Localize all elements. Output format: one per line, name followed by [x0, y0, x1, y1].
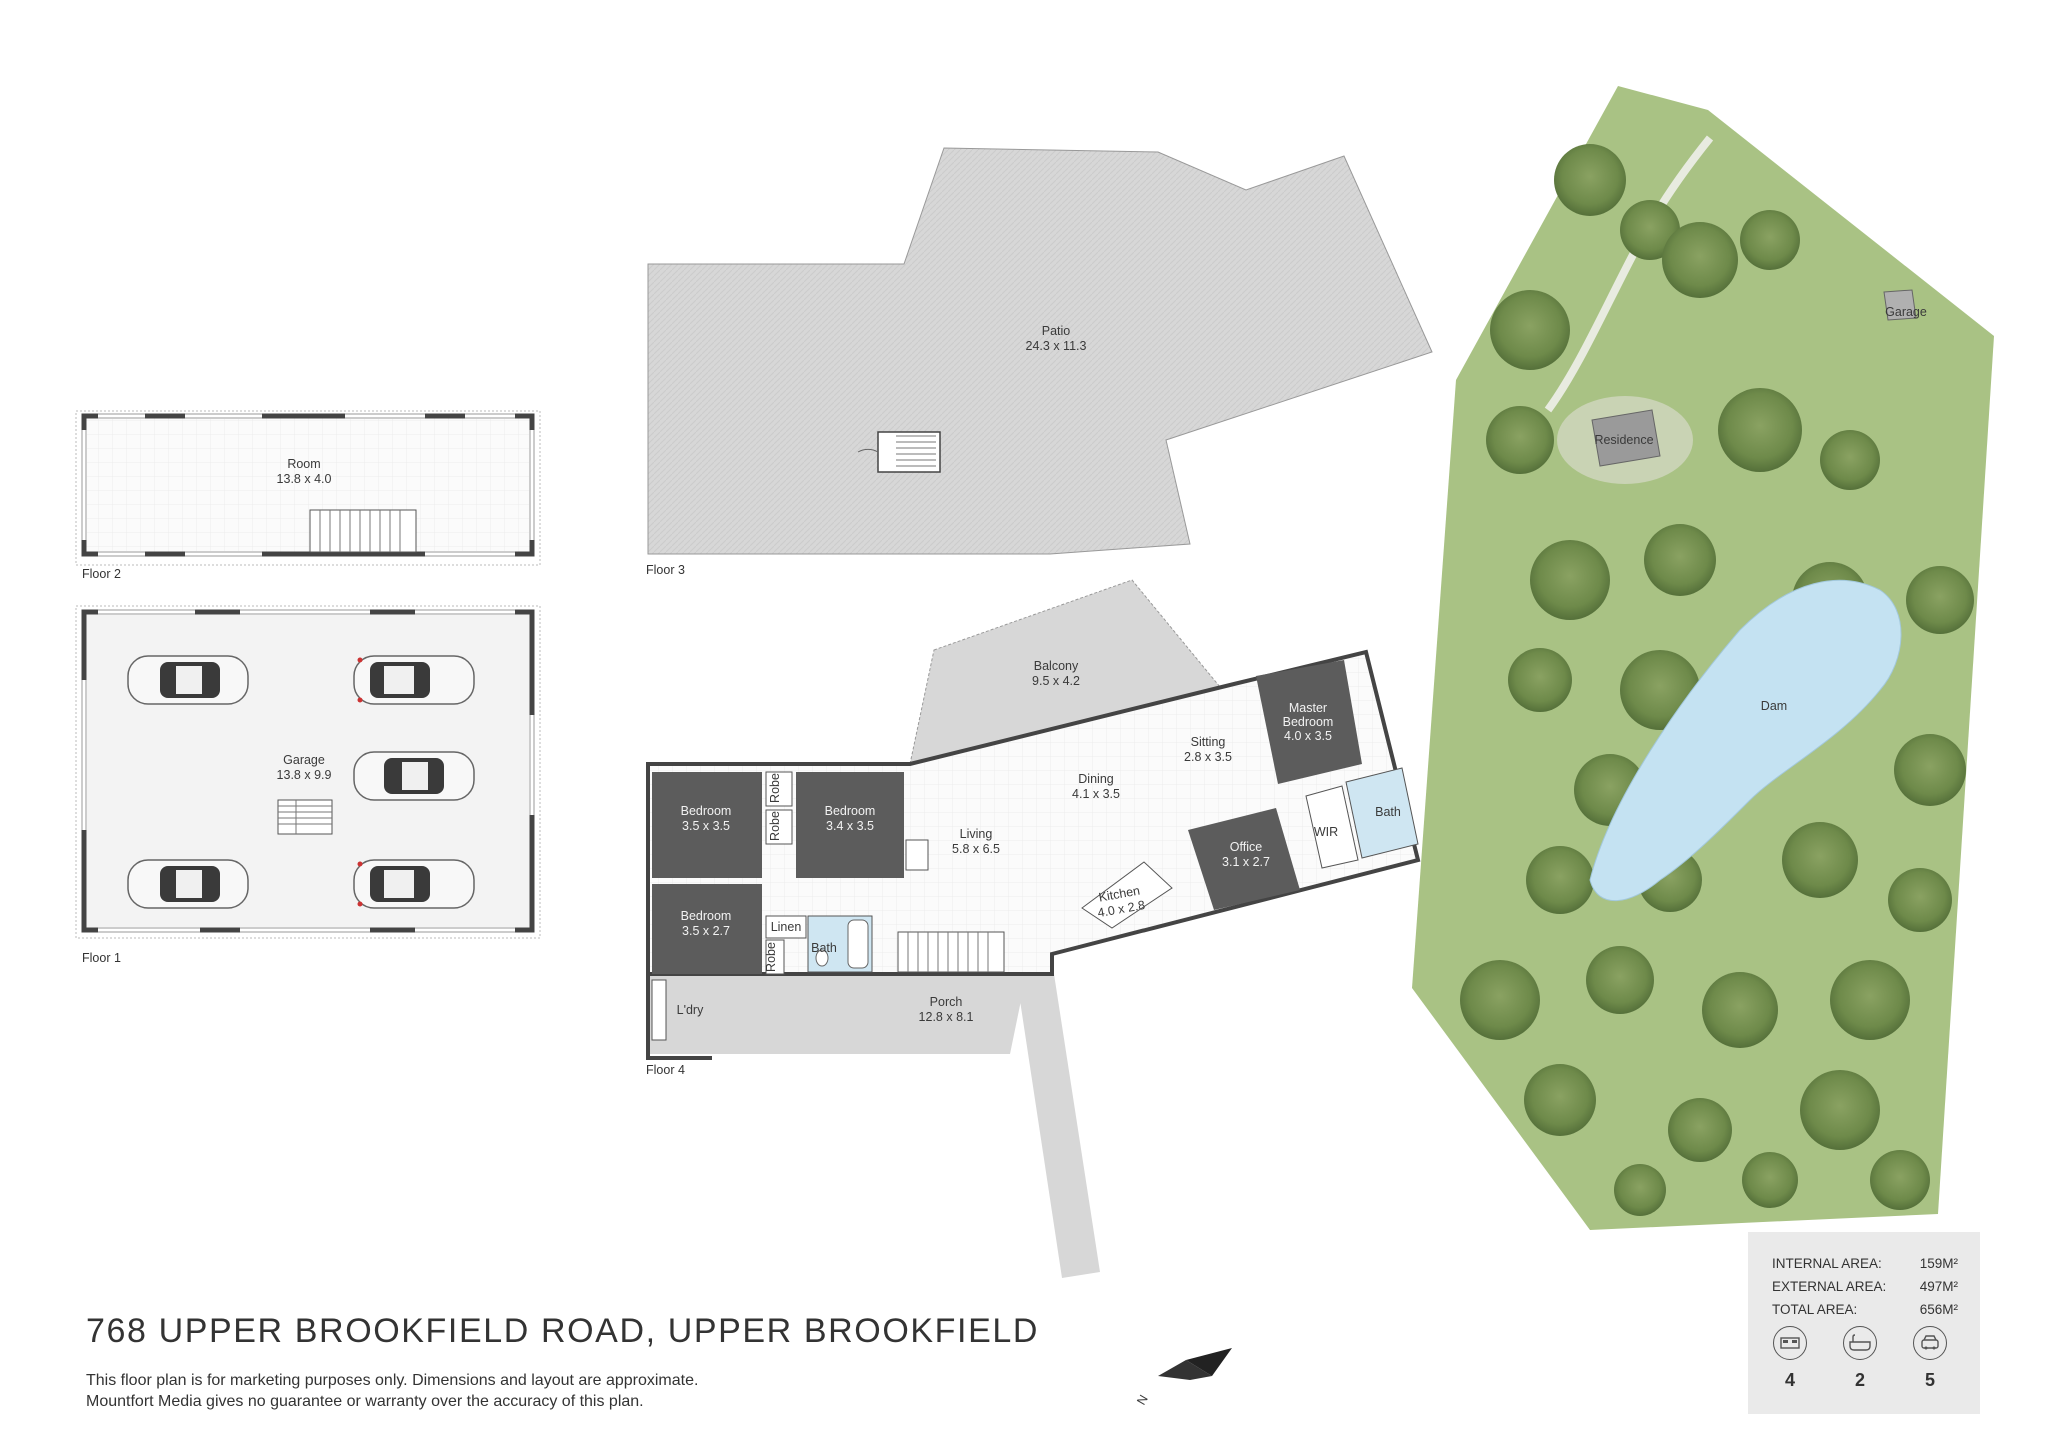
dining-dimensions: 4.1 x 3.5: [1072, 787, 1120, 801]
bathrooms-feature: 2: [1840, 1326, 1880, 1391]
dam-label: Dam: [1761, 699, 1787, 713]
patio-name: Patio: [1042, 324, 1071, 338]
internal-area-label: INTERNAL AREA:: [1772, 1256, 1882, 1271]
disclaimer-line-1: This floor plan is for marketing purpose…: [86, 1372, 699, 1389]
bath-2-label: Bath: [1375, 805, 1401, 819]
laundry-label: L'dry: [677, 1003, 704, 1017]
tree-icon: [1460, 144, 1974, 1216]
external-area-row: EXTERNAL AREA: 497M²: [1772, 1279, 1958, 1294]
car-icon: [1913, 1326, 1947, 1360]
disclaimer-line-2: Mountfort Media gives no guarantee or wa…: [86, 1393, 644, 1410]
office: [1188, 808, 1300, 910]
bath-1-label: Bath: [811, 941, 837, 955]
car-icon: [127, 655, 249, 705]
north-arrow-icon: N: [1134, 1348, 1232, 1407]
dining-name: Dining: [1078, 772, 1113, 786]
area-summary-panel: INTERNAL AREA: 159M² EXTERNAL AREA: 497M…: [1748, 1232, 1980, 1414]
robe-1-label: Robe: [768, 773, 782, 803]
office-dimensions: 3.1 x 2.7: [1222, 855, 1270, 869]
total-area-row: TOTAL AREA: 656M²: [1772, 1302, 1958, 1317]
sitting-name: Sitting: [1191, 735, 1226, 749]
site-residence-label: Residence: [1594, 433, 1653, 447]
bedroom-2-dimensions: 3.4 x 3.5: [826, 819, 874, 833]
office-name: Office: [1230, 840, 1262, 854]
robe-2-label: Robe: [768, 811, 782, 841]
room-name: Room: [287, 457, 320, 471]
patio-dimensions: 24.3 x 11.3: [1026, 339, 1087, 353]
living-dimensions: 5.8 x 6.5: [952, 842, 1000, 856]
wir-label: WIR: [1314, 825, 1338, 839]
bedroom-3: [652, 884, 762, 974]
floor-4-plan: Balcony 9.5 x 4.2 Master Bedroom 4.0 x 3…: [646, 579, 1421, 1278]
site-garage-label: Garage: [1885, 305, 1927, 319]
master-name-2: Bedroom: [1283, 715, 1334, 729]
bedrooms-count: 4: [1784, 1370, 1795, 1390]
floor-1-label: Floor 1: [82, 951, 121, 965]
bedroom-3-name: Bedroom: [681, 909, 732, 923]
north-label: N: [1134, 1393, 1151, 1408]
bedroom-2-name: Bedroom: [825, 804, 876, 818]
sitting-dimensions: 2.8 x 3.5: [1184, 750, 1232, 764]
property-address: 768 UPPER BROOKFIELD ROAD, UPPER BROOKFI…: [86, 1312, 1040, 1350]
car-spaces-count: 5: [1924, 1370, 1935, 1390]
master-dimensions: 4.0 x 3.5: [1284, 729, 1332, 743]
master-name-1: Master: [1289, 701, 1327, 715]
total-area-label: TOTAL AREA:: [1772, 1302, 1858, 1317]
floor-2-label: Floor 2: [82, 567, 121, 581]
robe-3-label: Robe: [764, 942, 778, 972]
car-icon: [353, 655, 475, 705]
balcony-dimensions: 9.5 x 4.2: [1032, 674, 1080, 688]
porch-dimensions: 12.8 x 8.1: [919, 1010, 974, 1024]
bedrooms-feature: 4: [1770, 1326, 1810, 1391]
floor-4-label: Floor 4: [646, 1063, 685, 1077]
floor-1-plan: Garage 13.8 x 9.9 Floor 1: [75, 605, 541, 965]
bed-icon: [1773, 1326, 1807, 1360]
external-area-label: EXTERNAL AREA:: [1772, 1279, 1887, 1294]
bedroom-1-name: Bedroom: [681, 804, 732, 818]
bedroom-1-dimensions: 3.5 x 3.5: [682, 819, 730, 833]
garage-dimensions: 13.8 x 9.9: [277, 768, 332, 782]
floor-2-plan: Room 13.8 x 4.0 Floor 2: [75, 410, 541, 581]
car-spaces-feature: 5: [1910, 1326, 1950, 1391]
internal-area-row: INTERNAL AREA: 159M²: [1772, 1256, 1958, 1271]
car-icon: [353, 751, 475, 801]
total-area-value: 656M²: [1919, 1302, 1958, 1317]
disclaimer: This floor plan is for marketing purpose…: [86, 1370, 698, 1412]
external-area-value: 497M²: [1919, 1279, 1958, 1294]
bedroom-2: [796, 772, 904, 878]
balcony-name: Balcony: [1034, 659, 1079, 673]
site-plan: Garage Residence Dam: [1412, 86, 1994, 1230]
floor-3-plan: Patio 24.3 x 11.3 Floor 3: [646, 147, 1433, 577]
car-icon: [353, 859, 475, 909]
linen-label: Linen: [771, 920, 802, 934]
room-dimensions: 13.8 x 4.0: [277, 472, 332, 486]
bathrooms-count: 2: [1854, 1370, 1865, 1390]
bath-icon: [1843, 1326, 1877, 1360]
internal-area-value: 159M²: [1919, 1256, 1958, 1271]
floor-3-label: Floor 3: [646, 563, 685, 577]
car-icon: [127, 859, 249, 909]
bedroom-1: [652, 772, 762, 878]
bedroom-3-dimensions: 3.5 x 2.7: [682, 924, 730, 938]
master-bedroom: [1256, 660, 1362, 784]
porch-name: Porch: [930, 995, 963, 1009]
garage-name: Garage: [283, 753, 325, 767]
living-name: Living: [960, 827, 993, 841]
